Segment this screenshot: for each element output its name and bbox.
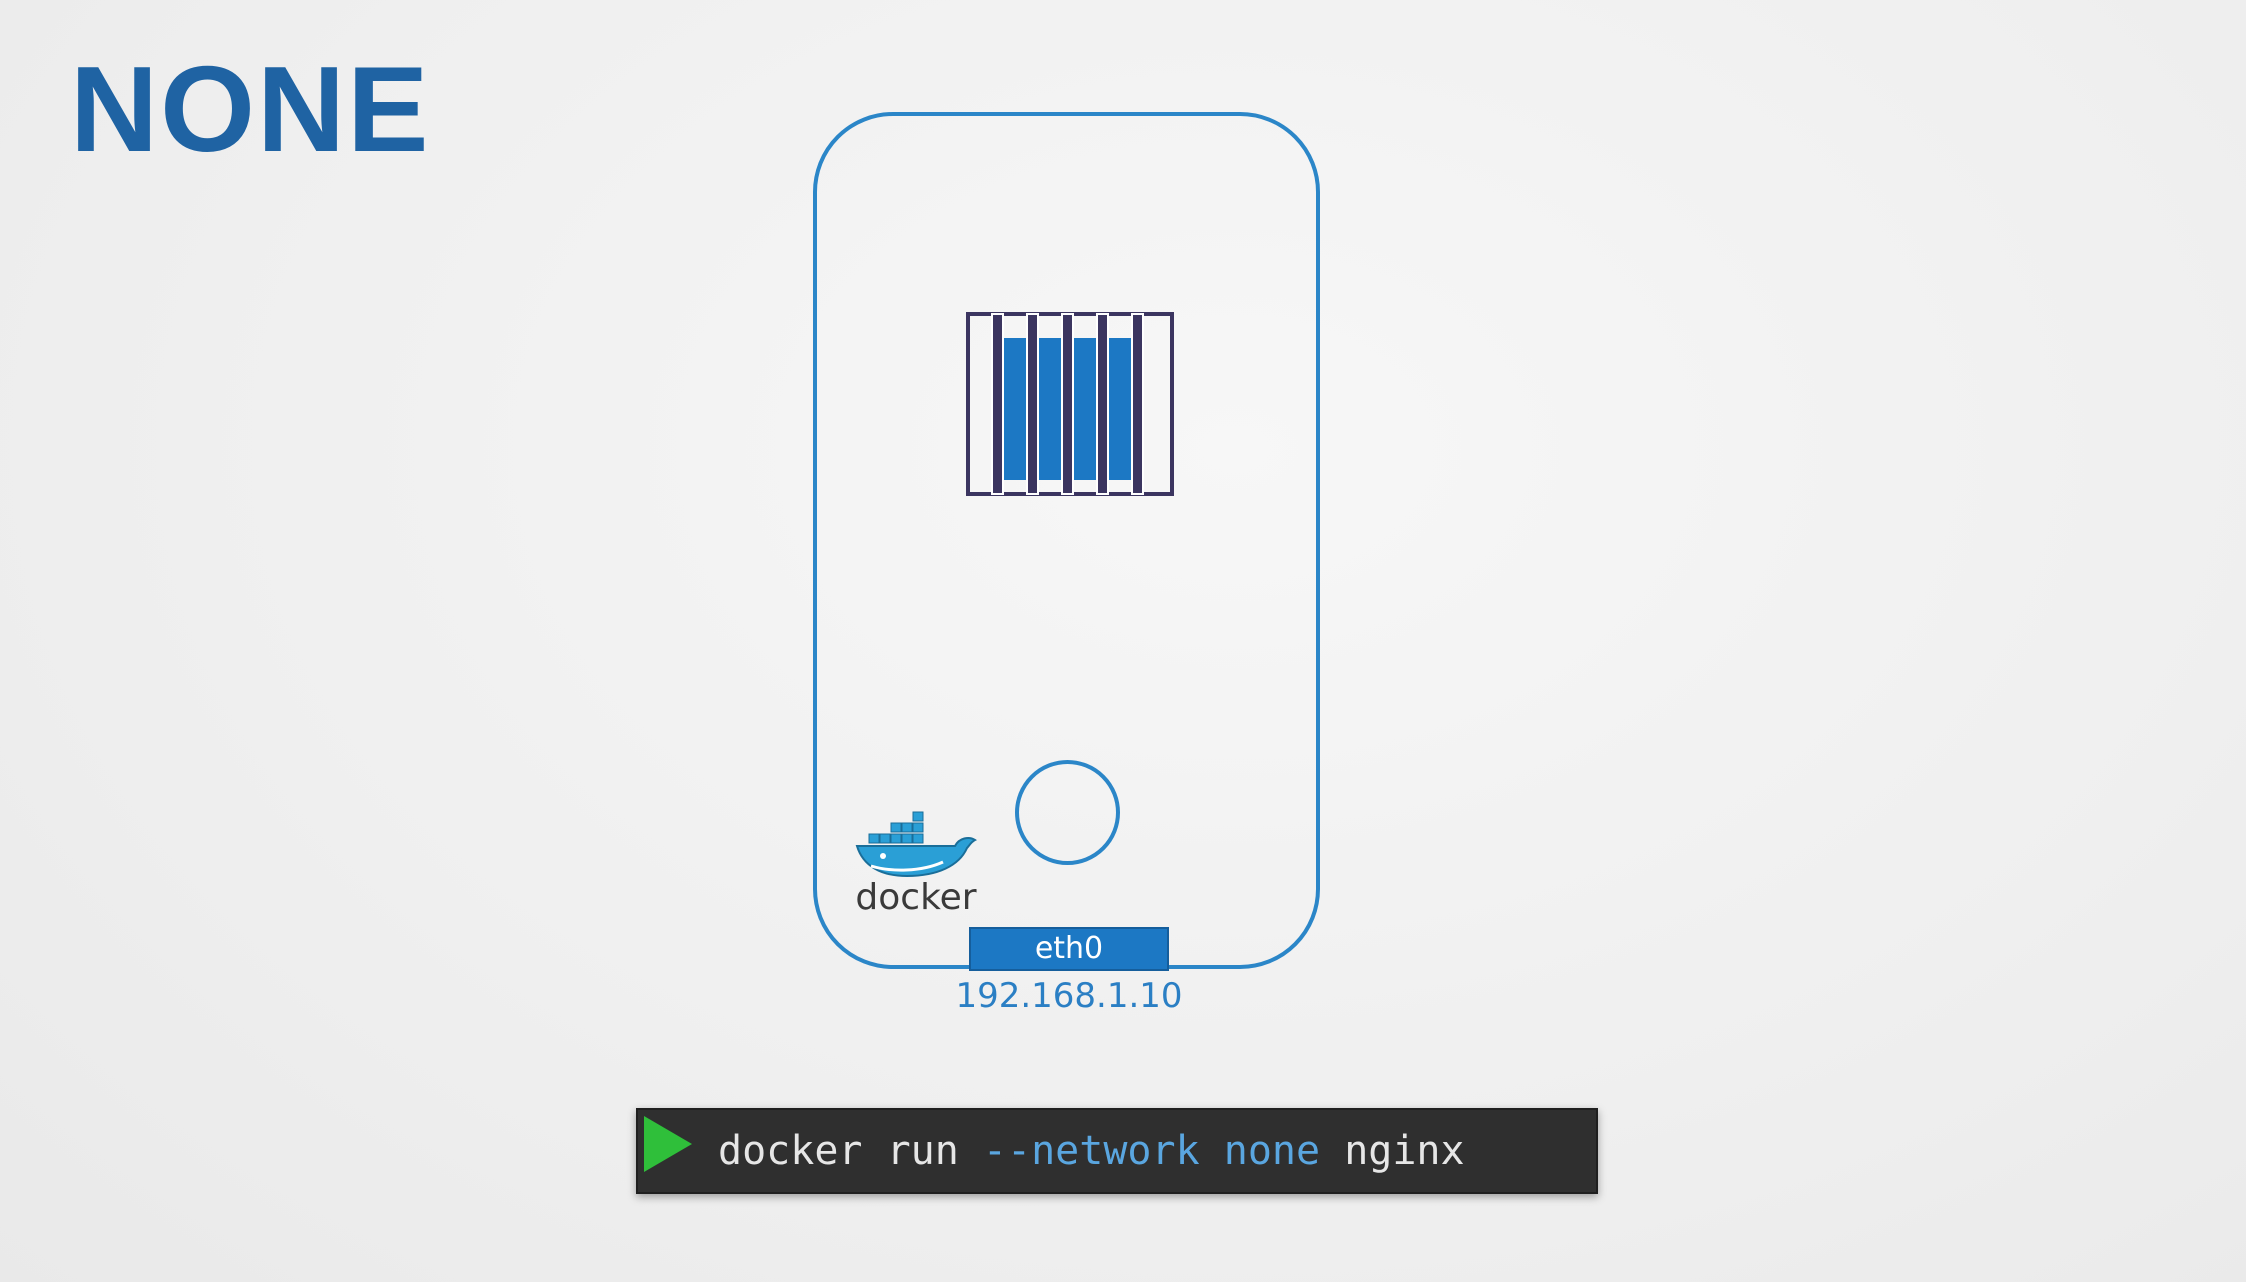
command-text: docker run --network none nginx bbox=[718, 1110, 1465, 1192]
interface-label: eth0 bbox=[969, 927, 1169, 971]
command-bar: docker run --network none nginx bbox=[636, 1108, 1598, 1194]
command-base: docker run bbox=[718, 1128, 959, 1174]
network-interface-circle bbox=[1015, 760, 1120, 865]
command-flag-value: none bbox=[1223, 1128, 1321, 1174]
caged-container-icon bbox=[966, 312, 1174, 496]
docker-logo: docker bbox=[851, 808, 981, 920]
docker-whale-logo bbox=[855, 811, 977, 878]
command-flag: --network bbox=[982, 1128, 1200, 1174]
slide-title: NONE bbox=[70, 41, 431, 177]
docker-logo-text: docker bbox=[855, 877, 977, 918]
ip-address-label: 192.168.1.10 bbox=[955, 976, 1183, 1016]
play-icon bbox=[644, 1116, 692, 1172]
command-image: nginx bbox=[1344, 1128, 1465, 1174]
